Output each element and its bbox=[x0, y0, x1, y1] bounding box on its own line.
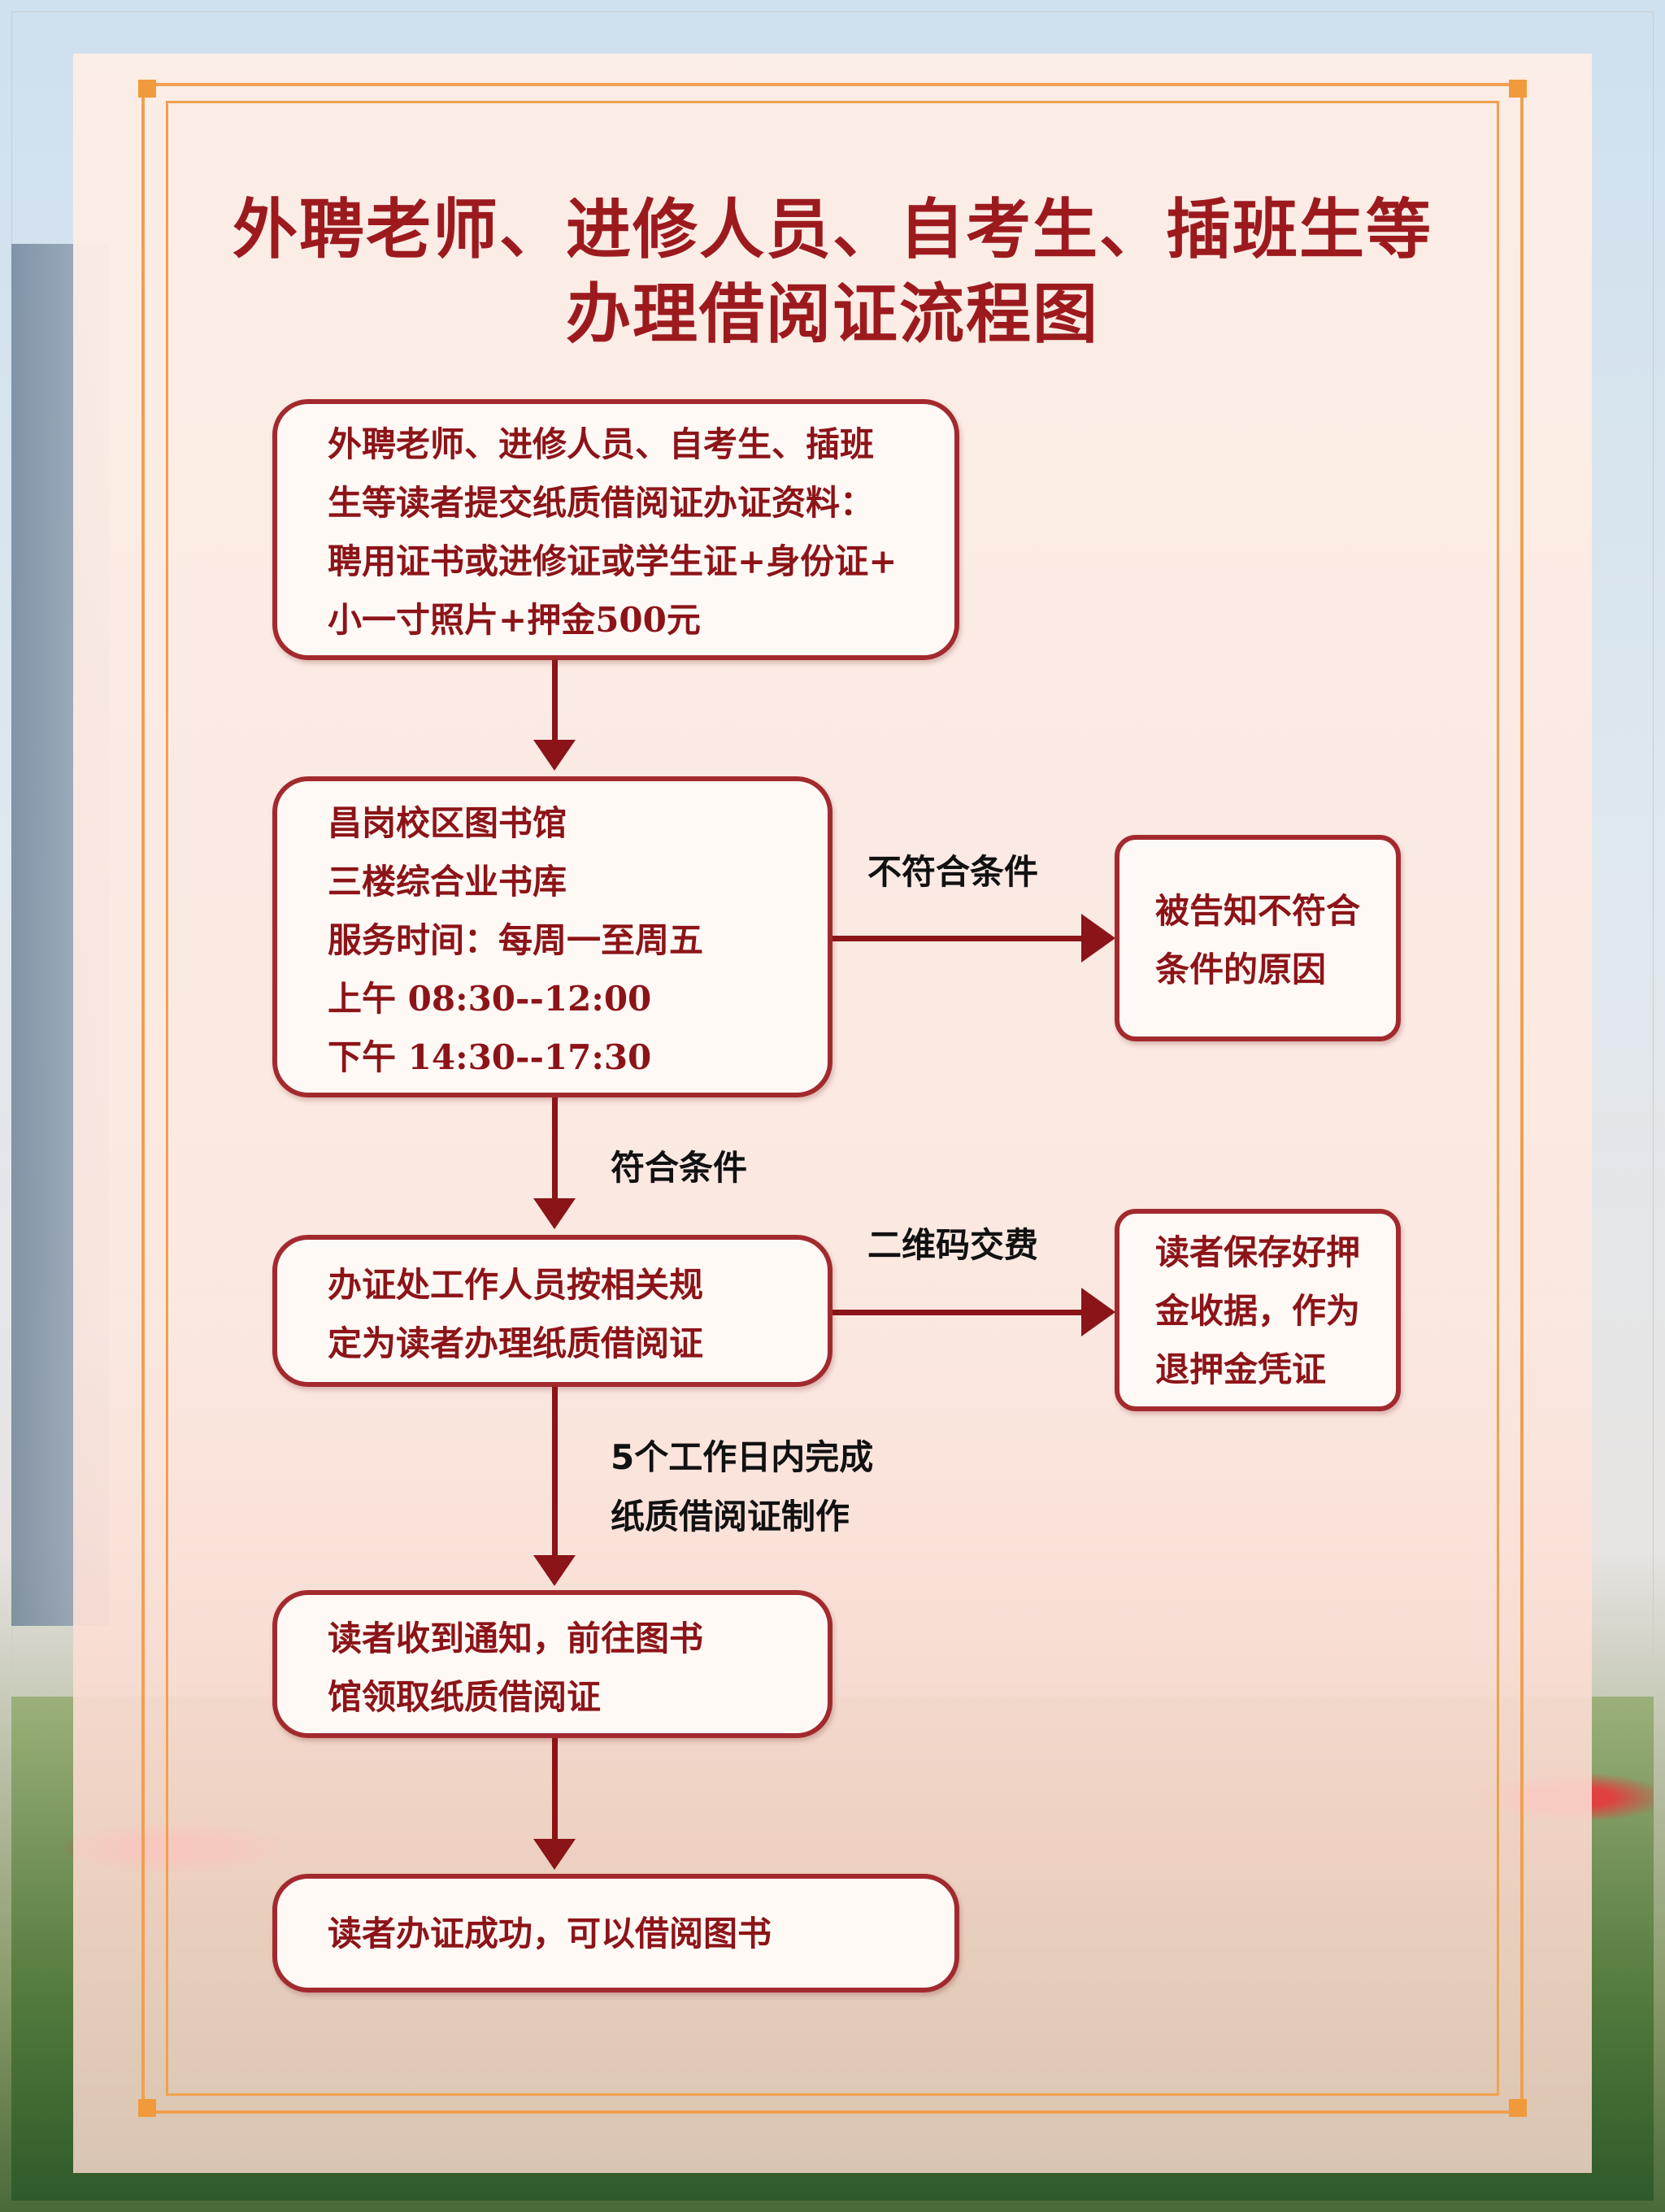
side-text: 退押金凭证 bbox=[1155, 1349, 1327, 1389]
arrow-right-icon bbox=[1081, 1288, 1115, 1336]
step-text: 三楼综合业书库 bbox=[328, 862, 567, 902]
step-text: 小一寸照片+押金500元 bbox=[328, 600, 701, 640]
corner-ornament bbox=[138, 2099, 156, 2117]
step-text: 办证处工作人员按相关规 bbox=[328, 1265, 704, 1305]
step-text: 读者办证成功，可以借阅图书 bbox=[328, 1914, 772, 1953]
step-text: 上午 08:30--12:00 bbox=[328, 979, 652, 1019]
step-submit-materials: 外聘老师、进修人员、自考生、插班 生等读者提交纸质借阅证办证资料： 聘用证书或进… bbox=[272, 399, 959, 660]
page-title-line2: 办理借阅证流程图 bbox=[566, 276, 1099, 352]
step-text: 读者收到通知，前往图书 bbox=[328, 1619, 704, 1658]
step-text: 生等读者提交纸质借阅证办证资料： bbox=[328, 483, 875, 523]
arrow-line bbox=[832, 936, 1085, 941]
step-text: 服务时间：每周一至周五 bbox=[328, 920, 704, 960]
corner-ornament bbox=[1509, 80, 1527, 98]
step-text: 下午 14:30--17:30 bbox=[328, 1037, 652, 1077]
step-staff-processing: 办证处工作人员按相关规 定为读者办理纸质借阅证 bbox=[272, 1235, 832, 1387]
step-text: 昌岗校区图书馆 bbox=[328, 803, 567, 843]
corner-ornament bbox=[1509, 2099, 1527, 2117]
label-qr-payment: 二维码交费 bbox=[867, 1225, 1039, 1265]
step-text: 聘用证书或进修证或学生证+身份证+ bbox=[328, 541, 898, 581]
label-production-time: 5个工作日内完成 bbox=[611, 1437, 874, 1477]
step-text: 外聘老师、进修人员、自考生、插班 bbox=[328, 424, 875, 464]
step-success: 读者办证成功，可以借阅图书 bbox=[272, 1874, 959, 1993]
side-box-deposit-receipt: 读者保存好押 金收据，作为 退押金凭证 bbox=[1115, 1209, 1401, 1411]
arrow-line bbox=[832, 1310, 1085, 1315]
arrow-down-icon bbox=[533, 1198, 576, 1229]
side-box-rejection-reason: 被告知不符合 条件的原因 bbox=[1115, 835, 1401, 1041]
step-collect-card: 读者收到通知，前往图书 馆领取纸质借阅证 bbox=[272, 1590, 832, 1738]
arrow-line bbox=[552, 1097, 558, 1203]
side-text: 条件的原因 bbox=[1155, 950, 1327, 989]
decorative-border-outer bbox=[141, 83, 1524, 2114]
side-text: 读者保存好押 bbox=[1155, 1232, 1361, 1272]
page-title-line1: 外聘老师、进修人员、自考生、插班生等 bbox=[233, 192, 1432, 267]
corner-ornament bbox=[138, 80, 156, 98]
label-qualified: 符合条件 bbox=[611, 1148, 748, 1188]
step-text: 定为读者办理纸质借阅证 bbox=[328, 1323, 704, 1363]
step-text: 馆领取纸质借阅证 bbox=[328, 1677, 602, 1717]
arrow-line bbox=[552, 1738, 558, 1844]
arrow-line bbox=[552, 660, 558, 750]
side-text: 金收据，作为 bbox=[1155, 1291, 1361, 1331]
arrow-down-icon bbox=[533, 1555, 576, 1586]
step-library-location: 昌岗校区图书馆 三楼综合业书库 服务时间：每周一至周五 上午 08:30--12… bbox=[272, 776, 832, 1097]
decorative-border-inner bbox=[166, 101, 1499, 2096]
label-production-task: 纸质借阅证制作 bbox=[611, 1497, 850, 1536]
arrow-down-icon bbox=[533, 1839, 576, 1870]
arrow-right-icon bbox=[1081, 914, 1115, 963]
label-not-qualified: 不符合条件 bbox=[867, 852, 1039, 892]
arrow-line bbox=[552, 1387, 558, 1562]
arrow-down-icon bbox=[533, 740, 576, 771]
side-text: 被告知不符合 bbox=[1155, 891, 1361, 931]
